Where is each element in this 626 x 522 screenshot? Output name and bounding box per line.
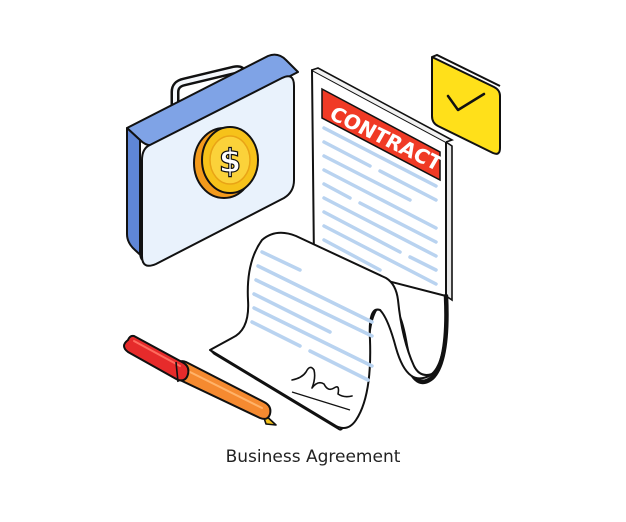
sheet-text-lines	[250, 250, 374, 382]
signature-icon	[291, 366, 353, 411]
illustration-caption: Business Agreement	[225, 447, 401, 467]
contract-document: CONTRACT	[311, 67, 455, 302]
coin-symbol: $	[219, 142, 241, 180]
checkmark-icon	[431, 53, 501, 155]
dollar-coin-icon: $	[193, 126, 259, 199]
signature-sheet	[209, 231, 449, 431]
pen-icon	[123, 334, 277, 426]
contract-text-lines	[322, 126, 438, 286]
